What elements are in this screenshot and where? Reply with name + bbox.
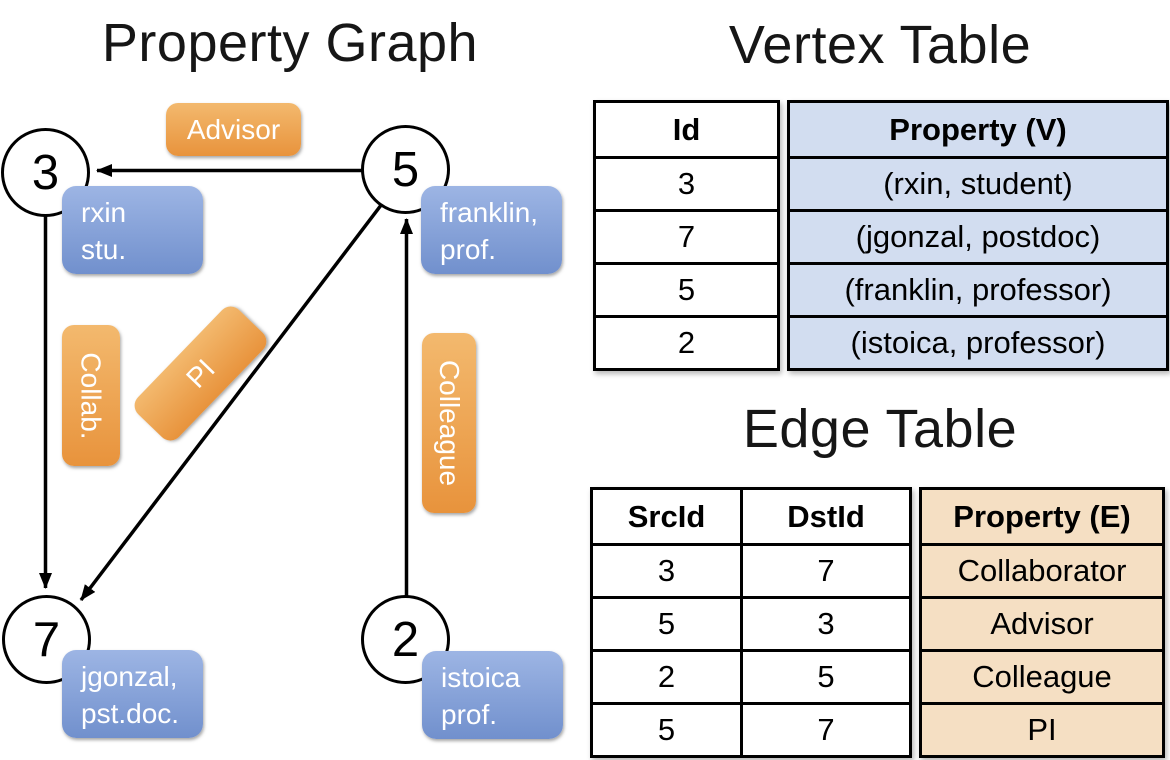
edge-property-cell: Collaborator [922, 543, 1162, 596]
edge-label-advisor: Advisor [166, 103, 301, 156]
edge-property-cell: Colleague [922, 649, 1162, 702]
edge-dst-cell: 5 [740, 649, 909, 702]
vertex-id-cell: 2 [596, 315, 777, 368]
vertex-property-cell: (jgonzal, postdoc) [790, 209, 1166, 262]
vertex-property-line: jgonzal, [81, 661, 178, 692]
node-2-id: 2 [391, 612, 420, 667]
node-5-id: 5 [391, 142, 420, 197]
vertex-property-box-istoica: istoica prof. [422, 651, 563, 739]
vertex-table-title: Vertex Table [728, 15, 1032, 75]
edge-label-text: PI [179, 352, 221, 394]
edge-dst-cell: 3 [740, 596, 909, 649]
edge-label-text: Colleague [434, 359, 466, 487]
node-7-id: 7 [32, 612, 61, 667]
vertex-property-line: franklin, [440, 197, 539, 228]
vertex-table: Id 3 7 5 2 Property (V) (rxin, student) … [593, 100, 1169, 371]
vertex-id-cell: 7 [596, 209, 777, 262]
vertex-property-line: istoica [441, 662, 521, 693]
edge-src-cell: 5 [593, 596, 740, 649]
edge-label-collab: Collab. [62, 325, 120, 466]
vertex-table-property-column: Property (V) (rxin, student) (jgonzal, p… [787, 100, 1169, 371]
graph-edges-layer [39, 164, 413, 615]
vertex-id-cell: 3 [596, 156, 777, 209]
vertex-property-box-jgonzal: jgonzal, pst.doc. [62, 650, 203, 738]
edge-property-cell: Advisor [922, 596, 1162, 649]
edge-table-src-dst-columns: SrcId DstId 3 7 5 3 2 5 5 7 [590, 487, 912, 758]
edge-src-cell: 5 [593, 702, 740, 755]
graph-node-5: 5 [361, 125, 450, 214]
edge-dst-cell: 7 [740, 702, 909, 755]
edge-table-title: Edge Table [742, 399, 1018, 459]
vertex-property-line: pst.doc. [81, 698, 180, 729]
graph-node-2: 2 [361, 595, 450, 684]
edge-table-property-column: Property (E) Collaborator Advisor Collea… [919, 487, 1165, 758]
edge-label-text: Advisor [186, 113, 281, 145]
edge-src-cell: 3 [593, 543, 740, 596]
edge-label-text: Collab. [76, 351, 108, 440]
node-3-id: 3 [31, 145, 60, 200]
vertex-table-id-column: Id 3 7 5 2 [593, 100, 780, 371]
edge-table: SrcId DstId 3 7 5 3 2 5 5 7 Property (E)… [590, 487, 1165, 758]
vertex-property-cell: (istoica, professor) [790, 315, 1166, 368]
edge-table-dst-header: DstId [740, 490, 909, 543]
edge-dst-cell: 7 [740, 543, 909, 596]
vertex-property-cell: (franklin, professor) [790, 262, 1166, 315]
vertex-property-line: rxin [81, 197, 127, 228]
vertex-property-line: prof. [441, 699, 498, 730]
property-graph-title: Property Graph [101, 13, 479, 73]
edge-src-cell: 2 [593, 649, 740, 702]
vertex-property-cell: (rxin, student) [790, 156, 1166, 209]
edge-pi-arrow-5-to-7 [79, 194, 390, 602]
vertex-table-property-header: Property (V) [790, 103, 1166, 156]
vertex-property-box-franklin: franklin, prof. [421, 186, 562, 274]
vertex-property-box-rxin: rxin stu. [62, 186, 203, 274]
vertex-property-line: stu. [81, 234, 127, 265]
vertex-id-cell: 5 [596, 262, 777, 315]
edge-table-property-header: Property (E) [922, 490, 1162, 543]
edge-label-colleague: Colleague [422, 333, 476, 513]
vertex-table-id-header: Id [672, 111, 701, 147]
edge-table-src-header: SrcId [627, 498, 706, 534]
vertex-property-line: prof. [440, 234, 497, 265]
edge-property-cell: PI [922, 702, 1162, 755]
